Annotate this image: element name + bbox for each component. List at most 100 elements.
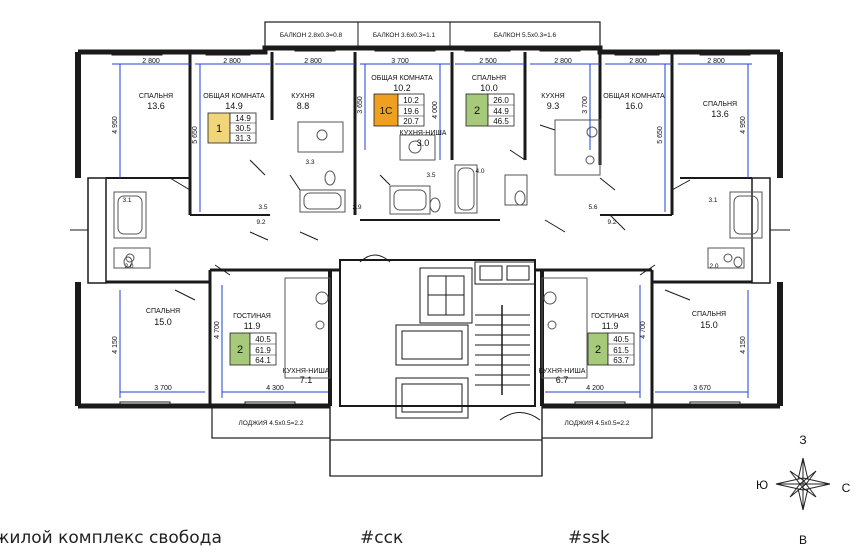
dimension-labels-top: 2 800 2 800 2 800 3 700 2 500 2 800 2 80… — [142, 58, 725, 65]
balcony-labels: БАЛКОН 2.8x0.3=0.8 БАЛКОН 3.6x0.3=1.1 БА… — [239, 32, 630, 427]
room-area-6: 10.0 — [480, 83, 498, 93]
apartment-living-area: 26.0 — [493, 96, 509, 105]
small-area-6: 5.6 — [588, 204, 597, 211]
room-area-9: 13.6 — [711, 109, 729, 119]
room-name-5: КУХНЯ-НИША — [400, 130, 447, 137]
apartment-living-area: 10.2 — [403, 96, 419, 105]
dim-top-1: 2 800 — [142, 58, 160, 65]
apartment-total-area: 19.6 — [403, 107, 419, 116]
room-name-10: СПАЛЬНЯ — [146, 308, 180, 315]
room-name-14: КУХНЯ-НИША — [539, 368, 586, 375]
room-name-6: СПАЛЬНЯ — [472, 75, 506, 82]
room-name-9: СПАЛЬНЯ — [703, 101, 737, 108]
balcony-label-3: БАЛКОН 5.5x0.3=1.6 — [494, 32, 557, 39]
apartment-type: 1С — [380, 106, 393, 117]
footer-hashtag-cyrillic: #сск — [360, 528, 404, 548]
dim-v-4: 4 000 — [432, 101, 439, 119]
room-area-2: 14.9 — [225, 101, 243, 111]
small-area-4: 3.5 — [426, 172, 435, 179]
room-area-14: 6.7 — [556, 375, 569, 385]
room-area-10: 15.0 — [154, 317, 172, 327]
room-name-13: ГОСТИНАЯ — [591, 313, 629, 320]
apartment-badge-4: 2 40.5 61.9 64.1 — [229, 332, 277, 366]
dim-top-8: 2 800 — [707, 58, 725, 65]
dimension-labels-bottom: 3 700 4 300 4 200 3 670 — [154, 385, 711, 392]
dim-top-3: 2 800 — [304, 58, 322, 65]
dim-bottom-3: 4 200 — [586, 385, 604, 392]
dim-v-11: 4 150 — [740, 336, 747, 354]
door-swings — [169, 124, 691, 301]
apartment-total-with-balcony: 63.7 — [613, 356, 629, 365]
loggia-label-1: ЛОДЖИЯ 4.5x0.5=2.2 — [239, 420, 304, 427]
dim-bottom-4: 3 670 — [693, 385, 711, 392]
room-name-11: ГОСТИНАЯ — [233, 313, 271, 320]
dim-bottom-2: 4 300 — [266, 385, 284, 392]
room-area-15: 15.0 — [700, 320, 718, 330]
small-area-8: 2.0 — [124, 263, 133, 270]
dim-top-6: 2 800 — [554, 58, 572, 65]
compass: З В Ю С — [756, 433, 851, 547]
apartment-total-with-balcony: 31.3 — [235, 134, 251, 143]
compass-south-label: В — [799, 533, 807, 547]
room-name-2: ОБЩАЯ КОМНАТА — [203, 93, 265, 100]
dim-top-2: 2 800 — [223, 58, 241, 65]
dim-v-6: 5 650 — [657, 126, 664, 144]
compass-rose-icon — [775, 457, 831, 511]
apartment-type: 2 — [595, 344, 601, 356]
balcony-label-1: БАЛКОН 2.8x0.3=0.8 — [280, 32, 343, 39]
apartment-living-area: 40.5 — [613, 335, 629, 344]
dim-top-4: 3 700 — [391, 58, 409, 65]
balcony-label-2: БАЛКОН 3.6x0.3=1.1 — [373, 32, 436, 39]
room-name-3: КУХНЯ — [291, 93, 314, 100]
walls — [70, 21, 790, 477]
stair-treads — [475, 305, 530, 395]
dim-v-8: 4 700 — [214, 321, 221, 339]
dim-v-1: 4 950 — [112, 116, 119, 134]
apartment-total-area: 61.9 — [255, 346, 271, 355]
small-area-2: 3.5 — [258, 204, 267, 211]
small-area-labels: 3.3 3.5 2.9 3.5 4.0 5.6 3.1 2.0 9.2 9.2 … — [122, 159, 718, 270]
room-name-4: ОБЩАЯ КОМНАТА — [371, 75, 433, 82]
small-area-5: 4.0 — [475, 168, 484, 175]
dimension-labels-vertical: 4 950 5 650 3 650 4 000 3 700 5 650 4 95… — [112, 96, 747, 354]
dim-v-10: 4 700 — [640, 321, 647, 339]
apartment-type: 2 — [237, 344, 243, 356]
room-area-5: 3.0 — [417, 138, 430, 148]
compass-west-label: Ю — [756, 478, 768, 492]
small-area-1: 3.3 — [305, 159, 314, 166]
room-area-1: 13.6 — [147, 101, 165, 111]
dim-top-5: 2 500 — [479, 58, 497, 65]
dim-v-3: 3 650 — [357, 96, 364, 114]
small-area-7: 3.1 — [122, 197, 131, 204]
small-area-9: 9.2 — [256, 219, 265, 226]
room-area-12: 7.1 — [300, 375, 313, 385]
apartment-badge-1: 1 14.9 30.5 31.3 — [207, 112, 257, 144]
apartment-total-with-balcony: 46.5 — [493, 117, 509, 126]
apartment-badge-3: 2 26.0 44.9 46.5 — [465, 93, 515, 127]
room-labels: СПАЛЬНЯ 13.6 ОБЩАЯ КОМНАТА 14.9 КУХНЯ 8.… — [139, 75, 737, 385]
compass-north-label: З — [799, 433, 806, 447]
small-area-12: 2.0 — [709, 263, 718, 270]
dim-v-5: 3 700 — [582, 96, 589, 114]
room-name-8: ОБЩАЯ КОМНАТА — [603, 93, 665, 100]
dim-v-2: 5 650 — [192, 126, 199, 144]
small-area-10: 9.2 — [607, 219, 616, 226]
apartment-type: 1 — [216, 123, 222, 135]
footer-hashtag-latin: #ssk — [568, 528, 610, 548]
apartment-total-area: 44.9 — [493, 107, 509, 116]
room-area-11: 11.9 — [244, 321, 261, 331]
apartment-total-with-balcony: 64.1 — [255, 356, 271, 365]
room-area-4: 10.2 — [393, 83, 411, 93]
compass-east-label: С — [842, 481, 851, 495]
loggia-label-2: ЛОДЖИЯ 4.5x0.5=2.2 — [565, 420, 630, 427]
apartment-total-area: 61.5 — [613, 346, 629, 355]
room-area-7: 9.3 — [547, 101, 560, 111]
apartment-type: 2 — [474, 105, 480, 117]
dim-top-7: 2 800 — [629, 58, 647, 65]
footer-project-name: жилой комплекс свобода — [0, 528, 222, 548]
room-name-7: КУХНЯ — [541, 93, 564, 100]
apartment-living-area: 14.9 — [235, 114, 251, 123]
apartment-total-with-balcony: 20.7 — [403, 117, 419, 126]
room-name-12: КУХНЯ-НИША — [283, 368, 330, 375]
